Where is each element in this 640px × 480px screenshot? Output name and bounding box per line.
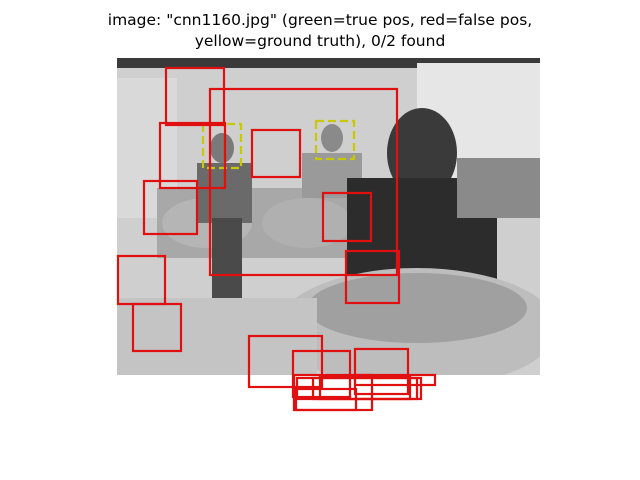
figure-title: image: "cnn1160.jpg" (green=true pos, re… — [0, 10, 640, 52]
false-positive-box-15 — [353, 373, 437, 387]
false-positive-box-17 — [318, 374, 412, 401]
false-positive-box-13 — [292, 373, 374, 412]
photo — [117, 58, 540, 375]
false-positive-box-16 — [295, 376, 419, 401]
title-line-2: yellow=ground truth), 0/2 found — [194, 32, 446, 50]
title-line-1: image: "cnn1160.jpg" (green=true pos, re… — [107, 11, 533, 29]
false-positive-box-14 — [311, 376, 423, 401]
plot-area — [117, 58, 540, 375]
false-positive-box-18 — [294, 387, 358, 412]
photo-scene — [117, 58, 540, 375]
